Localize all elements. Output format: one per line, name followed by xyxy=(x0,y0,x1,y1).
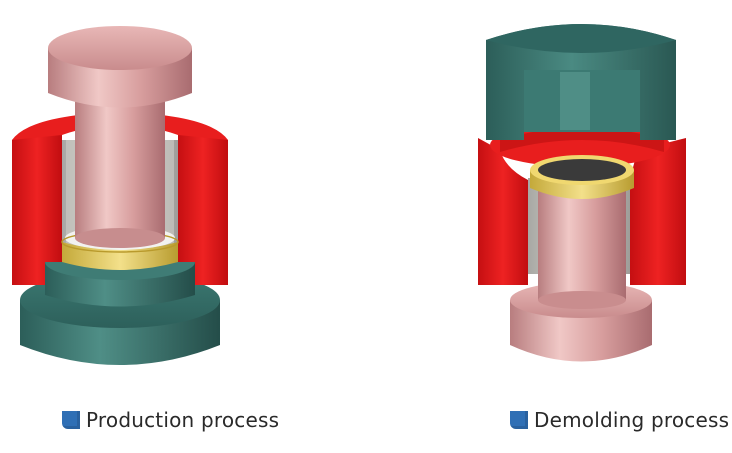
mold-lip-right xyxy=(500,127,664,152)
bullet-square-icon xyxy=(62,411,80,429)
caption-demolding: Demolding process xyxy=(510,405,729,435)
mold-die-right xyxy=(478,123,686,285)
upper-punch-left xyxy=(48,26,192,248)
demolding-assembly xyxy=(478,24,686,362)
mold-die-left xyxy=(12,112,228,285)
caption-production: Production process xyxy=(62,405,279,435)
bullet-square-icon xyxy=(510,411,528,429)
caption-production-text: Production process xyxy=(86,408,280,432)
production-assembly xyxy=(12,26,228,365)
lower-punch-right xyxy=(510,190,652,362)
ejected-part xyxy=(538,159,626,181)
top-cap-right xyxy=(486,24,676,140)
gold-ring-right xyxy=(530,155,634,199)
caption-demolding-text: Demolding process xyxy=(534,408,730,432)
